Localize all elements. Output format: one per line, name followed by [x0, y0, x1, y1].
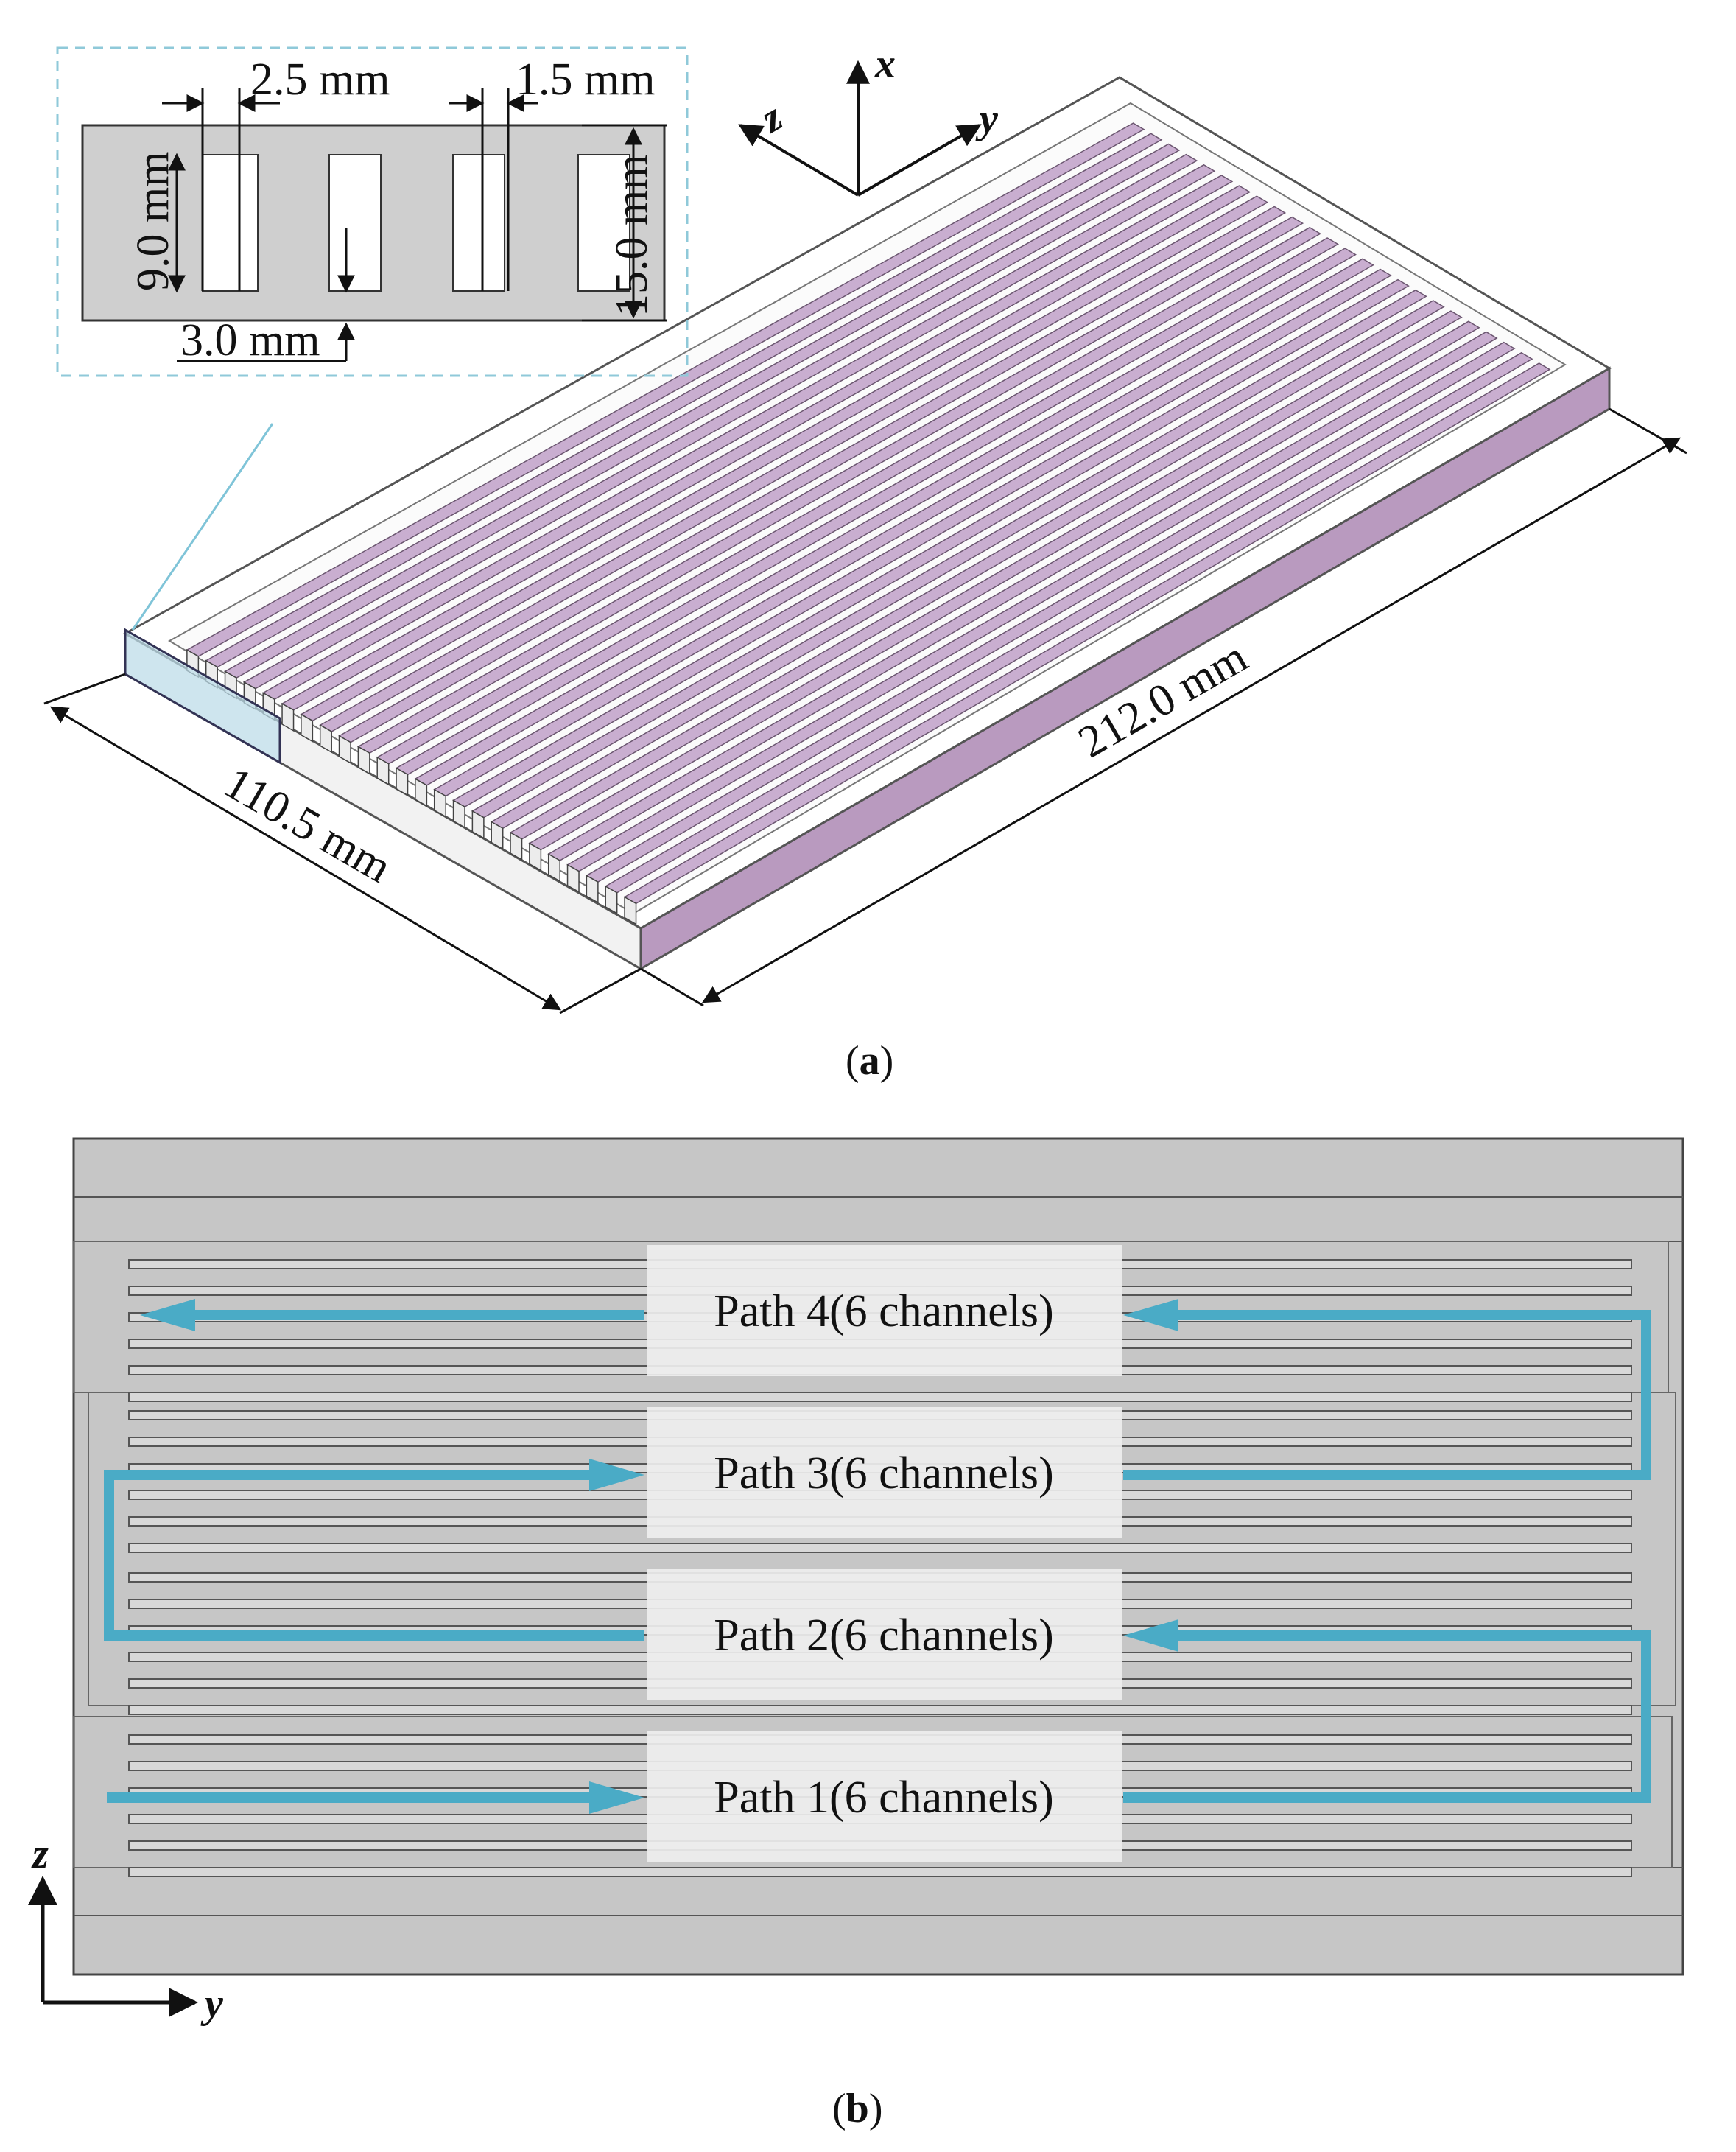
inset-dimensions — [162, 88, 667, 362]
dim-rib-width: 1.5 mm — [516, 55, 655, 105]
rib-end — [624, 896, 637, 925]
dim-channel-height: 9.0 mm — [128, 152, 178, 291]
path-label: Path 2(6 channels) — [714, 1611, 1053, 1661]
axis-label-y: y — [975, 97, 999, 142]
dim-total-height: 15.0 mm — [607, 155, 657, 317]
flow-paths — [104, 1310, 1651, 1803]
dim-channel-width: 2.5 mm — [250, 55, 390, 105]
dim-base-thickness: 3.0 mm — [180, 315, 320, 365]
caption-a: (a) — [846, 1038, 893, 1084]
caption-b: (b) — [832, 2086, 882, 2131]
overall-dimensions — [43, 407, 1687, 1014]
channel — [128, 1705, 1632, 1715]
axis-label-z-2d: z — [31, 1832, 49, 1877]
rib-end — [586, 875, 599, 904]
inset-channel — [577, 154, 630, 292]
flow-path-2-to-3 — [104, 1470, 644, 1641]
path-label: Path 1(6 channels) — [714, 1773, 1053, 1823]
flow-path-1-to-2 — [1123, 1630, 1651, 1803]
axis-2d — [28, 1876, 198, 2017]
path-label-boxes — [647, 1245, 1122, 1862]
arrowhead-path-3 — [589, 1459, 644, 1491]
inset-box — [56, 46, 689, 377]
path-label-box — [647, 1731, 1122, 1862]
path-label-box — [647, 1407, 1122, 1538]
rib-end — [566, 863, 580, 893]
path-label: Path 4(6 channels) — [714, 1286, 1053, 1336]
flow-path-3-to-4 — [1123, 1310, 1651, 1480]
arrowhead-path-4-left — [140, 1299, 195, 1331]
axis-triad — [738, 60, 982, 197]
path-labels: Path 4(6 channels) Path 3(6 channels) Path… — [714, 1286, 1053, 1823]
inset-channel — [328, 154, 382, 292]
path-label: Path 3(6 channels) — [714, 1448, 1053, 1499]
inset-channel — [452, 154, 505, 292]
path-label-box — [647, 1245, 1122, 1376]
axis-label-y-2d: y — [200, 1981, 224, 2027]
panel-b: Path 4(6 channels) Path 3(6 channels) Path… — [28, 1137, 1684, 2131]
arrowhead-path-1 — [589, 1781, 644, 1814]
inset-leader-line — [131, 423, 274, 631]
axis-label-x: x — [874, 41, 896, 87]
arrowhead-path-4-right — [1123, 1299, 1178, 1331]
arrowhead-path-2 — [1123, 1619, 1178, 1652]
rib-end — [605, 885, 618, 915]
channel — [128, 1867, 1632, 1877]
inset-channel — [202, 154, 240, 292]
channel — [128, 1543, 1632, 1553]
path-label-box — [647, 1569, 1122, 1700]
flow-arrowheads — [140, 1299, 1178, 1814]
panel-a: 2.5 mm 1.5 mm 9.0 mm 15.0 mm 3.0 mm x y … — [43, 41, 1687, 1084]
channel — [128, 1392, 1632, 1402]
